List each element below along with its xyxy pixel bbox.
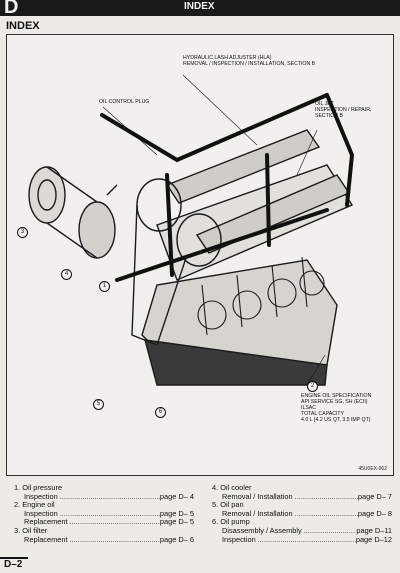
index-item-oil-cooler: 4. Oil cooler Removal / Installation....… [212,483,392,501]
index-list-left: 1. Oil pressure Inspection..............… [14,483,194,544]
oil-pump-inner [37,179,57,211]
marker-3: 3 [17,227,28,238]
index-sub[interactable]: Removal / Installation..................… [222,491,392,501]
index-sub[interactable]: Replacement.............................… [24,517,194,527]
figure-code: 45U0EX-062 [358,466,387,472]
index-sub[interactable]: Replacement.............................… [24,534,194,544]
callout-hla: HYDRAULIC LASH ADJUSTER (HLA) REMOVAL / … [183,55,316,67]
callout-oil-jet: OIL JET INSPECTION / REPAIR, SECTION B [315,101,372,119]
cam-pulley-1 [136,178,182,232]
section-letter: D [4,0,19,18]
index-item-oil-filter: 3. Oil filter Replacement...............… [14,525,194,544]
oil-gallery-upper [100,93,329,163]
engine-lubrication-figure: HYDRAULIC LASH ADJUSTER (HLA) REMOVAL / … [6,34,394,476]
marker-2: 2 [307,381,318,392]
index-sub[interactable]: Inspection..............................… [222,534,392,544]
engine-illustration [28,74,355,386]
header-bar: D INDEX [0,0,400,18]
callout-oil-control-plug: OIL CONTROL PLUG [99,99,150,105]
marker-5: 5 [93,399,104,410]
index-sub[interactable]: Inspection..............................… [24,491,194,501]
index-item-oil-pressure: 1. Oil pressure Inspection..............… [14,483,194,501]
marker-4: 4 [61,269,72,280]
camshaft-intake [165,129,321,204]
cam-pulley-2 [176,213,222,267]
index-list-right: 4. Oil cooler Removal / Installation....… [212,483,392,544]
page-title: INDEX [6,20,40,32]
header-title: INDEX [184,1,215,12]
index-sub[interactable]: Inspection..............................… [24,508,194,518]
page-number-rule [0,557,28,559]
marker-1: 1 [99,281,110,292]
index-item-oil-pan: 5. Oil pan Removal / Installation.......… [212,500,392,518]
index-sub[interactable]: Removal / Installation..................… [222,508,392,518]
index-sub[interactable]: Disassembly / Assembly..................… [222,525,392,535]
callout-oil-spec: ENGINE OIL SPECIFICATION API SERVICE SG,… [301,393,372,423]
timing-belt [131,204,188,346]
marker-6: 6 [155,407,166,418]
oil-gallery-main [115,208,329,282]
page-number: D–2 [4,559,23,570]
index-item-oil-pump: 6. Oil pump Disassembly / Assembly......… [212,517,392,544]
index-item-engine-oil: 2. Engine oil Inspection................… [14,500,194,527]
oil-pan-icon [144,339,328,386]
